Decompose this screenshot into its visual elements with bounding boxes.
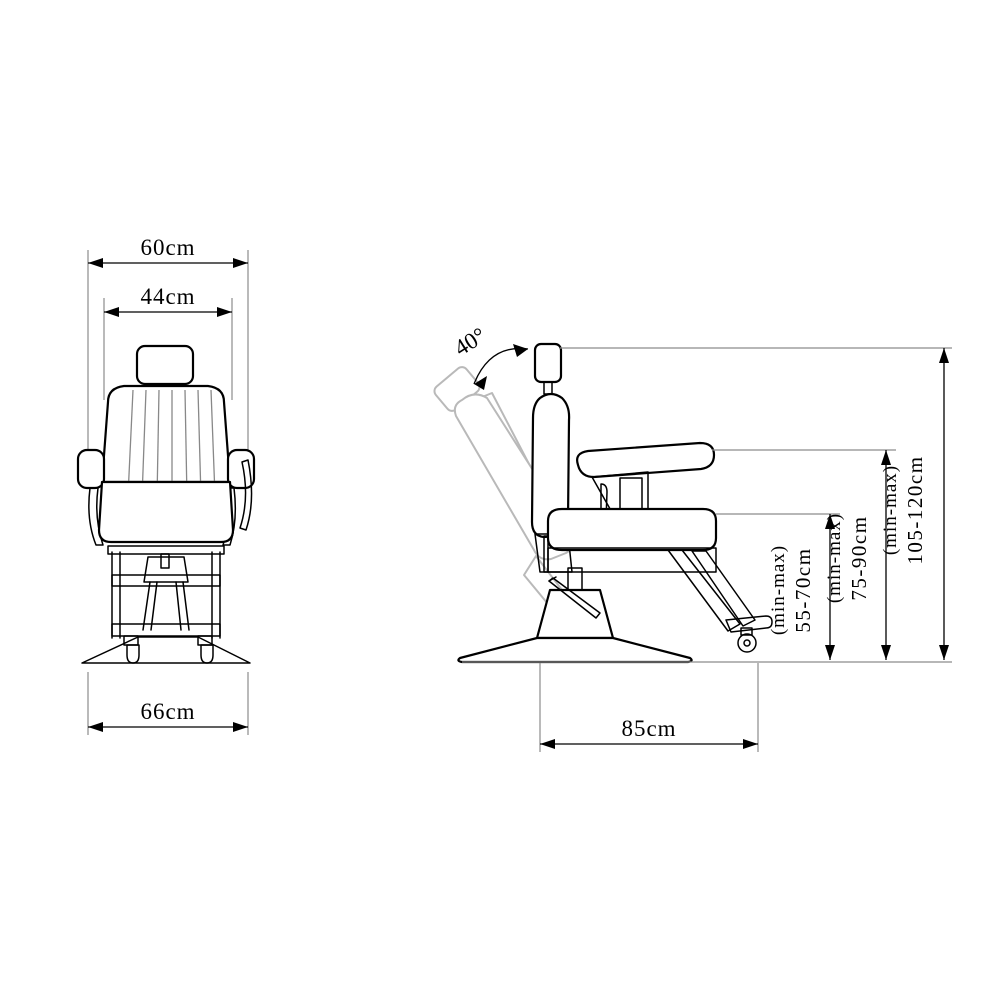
side-headrest (533, 342, 563, 384)
arrow-left-60 (88, 258, 103, 268)
arrow-right-66 (233, 722, 248, 732)
side-legrest (667, 549, 773, 653)
dim-label-55-70cm: 55-70cm (791, 547, 815, 632)
arrow-left-44 (104, 307, 119, 317)
front-base-plate (81, 636, 251, 664)
front-footrest-bar-upper (111, 574, 221, 587)
front-dimension-66cm: 66cm (87, 672, 249, 735)
side-headrest-post (543, 381, 553, 395)
angle-arrow-right (513, 344, 528, 357)
front-seat-cushion (97, 480, 235, 544)
front-footrest-bar-lower (111, 623, 221, 637)
front-footrest-leg-l2 (150, 581, 158, 631)
dim-label-66cm: 66cm (140, 699, 195, 724)
front-seat-base-plate (107, 545, 225, 555)
front-dimension-44cm: 44cm (103, 284, 233, 400)
arrow-top-55-70 (825, 514, 835, 529)
dim-prefix-75-90: (min-max) (824, 513, 845, 603)
front-dimension-60cm: 60cm (87, 235, 249, 470)
arrow-left-66 (88, 722, 103, 732)
dim-label-85cm: 85cm (621, 716, 676, 741)
dim-prefix-105-120: (min-max) (880, 465, 901, 555)
side-dimension-seat-height: (min-max) 55-70cm (768, 514, 835, 660)
front-view-group: 60cm 44cm (76, 235, 256, 735)
side-dimension-armrest-height: (min-max) 75-90cm (824, 450, 891, 660)
dim-prefix-55-70: (min-max) (768, 545, 789, 635)
front-armrest-left-pad (76, 448, 106, 490)
side-caster-mount (740, 627, 753, 636)
dim-label-60cm: 60cm (140, 235, 195, 260)
side-caster-hub (743, 639, 751, 647)
front-footrest-leg-r2 (182, 581, 190, 631)
angle-label-40: 40° (450, 323, 491, 361)
side-legrest-arm (667, 549, 741, 632)
arrow-top-75-90 (881, 450, 891, 465)
angle-arrow-left (474, 376, 487, 390)
front-footrest-frame (111, 551, 221, 639)
arrow-right-44 (217, 307, 232, 317)
front-armrest-right-lever (239, 459, 253, 531)
dim-label-75-90cm: 75-90cm (847, 515, 871, 600)
front-backrest-tufting (127, 389, 216, 500)
front-footrest-leg-r1 (175, 581, 182, 631)
arrow-right-60 (233, 258, 248, 268)
side-view-group: 40° (433, 323, 952, 752)
front-center-post (160, 553, 170, 569)
dim-label-44cm: 44cm (140, 284, 195, 309)
front-footrest-plate (143, 556, 189, 583)
arrow-bottom-55-70 (825, 645, 835, 660)
front-armrest-left-support (88, 487, 104, 546)
side-caster-wheel (737, 633, 757, 653)
arrow-left-85 (540, 739, 555, 749)
side-base-disc (457, 636, 693, 664)
side-pedal-tip (548, 576, 557, 582)
arrow-bottom-105-120 (939, 645, 949, 660)
side-dimension-85cm: 85cm (539, 663, 759, 752)
arrow-bottom-75-90 (881, 645, 891, 660)
side-hydraulic-cone (535, 588, 615, 640)
front-footrest-leg-l1 (142, 581, 151, 631)
side-dimension-overall-height: (min-max) 105-120cm (880, 348, 949, 660)
arrow-right-85 (743, 739, 758, 749)
arrow-top-105-120 (939, 348, 949, 363)
side-footrest-plate (725, 615, 773, 633)
side-seat-frame (547, 547, 717, 573)
side-legrest-arm-2 (691, 550, 756, 627)
side-armrest-pad (576, 441, 716, 479)
front-headrest (135, 344, 195, 386)
dim-label-105-120cm: 105-120cm (903, 455, 927, 564)
side-seat-cushion (546, 507, 718, 552)
